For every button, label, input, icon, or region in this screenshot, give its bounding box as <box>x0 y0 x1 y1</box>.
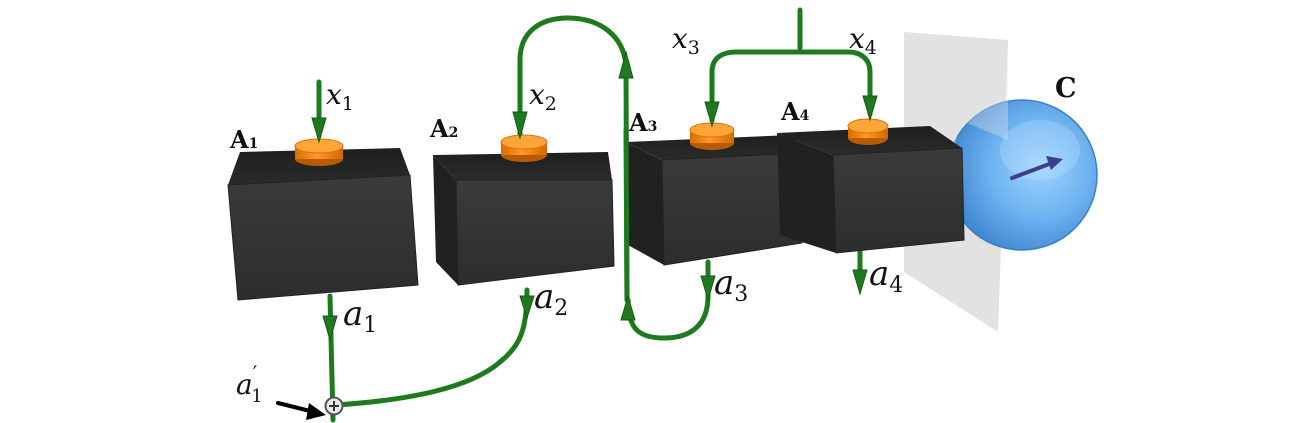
arrowhead-x2 <box>512 111 528 140</box>
wire-sum-to-a2 <box>333 287 530 408</box>
pointer-arrowhead <box>306 403 326 420</box>
box-label-a3: A3 <box>628 108 657 137</box>
arrowhead-a1 <box>322 315 338 342</box>
sphere-arrowhead <box>1046 156 1063 170</box>
box-label-a4: A4 <box>780 97 810 126</box>
box-label-a2: A2 <box>429 114 458 143</box>
arrowhead-a2 <box>519 295 535 320</box>
box-a1 <box>227 138 419 301</box>
arrowhead-arch-up <box>618 50 634 79</box>
input-label-x4: x4 <box>849 22 877 59</box>
sum-node <box>324 396 344 416</box>
output-label-a1: a1 <box>343 294 377 338</box>
sphere-direction-arrow <box>1010 161 1054 180</box>
output-label-a4: a4 <box>869 254 903 298</box>
output-label-a3: a3 <box>714 263 748 307</box>
input-label-x1: x1 <box>326 78 354 115</box>
box-label-a1: A1 <box>229 125 258 154</box>
arrowhead-x3 <box>704 101 720 128</box>
projection-plane-front <box>904 32 1008 332</box>
output-label-a2: a2 <box>534 277 568 321</box>
box-a3 <box>626 122 803 266</box>
wire-x3x4-fork <box>709 7 873 123</box>
arrowhead-loop-up <box>620 294 636 321</box>
box-a2 <box>433 134 615 286</box>
input-label-x2: x2 <box>529 78 557 115</box>
box-a4 <box>777 118 965 254</box>
input-label-x3: x3 <box>672 22 700 59</box>
wire-x2-front <box>623 127 630 303</box>
combined-label-a1-prime: a′1 <box>236 361 263 407</box>
sphere-label: C <box>1055 73 1077 104</box>
wire-a3-loop <box>625 259 711 341</box>
arrowhead-a4 <box>852 269 868 296</box>
sphere-c <box>946 99 1098 251</box>
arrowhead-x4 <box>862 95 878 122</box>
arrowhead-x1 <box>311 117 327 144</box>
arrowhead-a3 <box>700 275 716 302</box>
wire-x2-arch <box>517 15 630 303</box>
